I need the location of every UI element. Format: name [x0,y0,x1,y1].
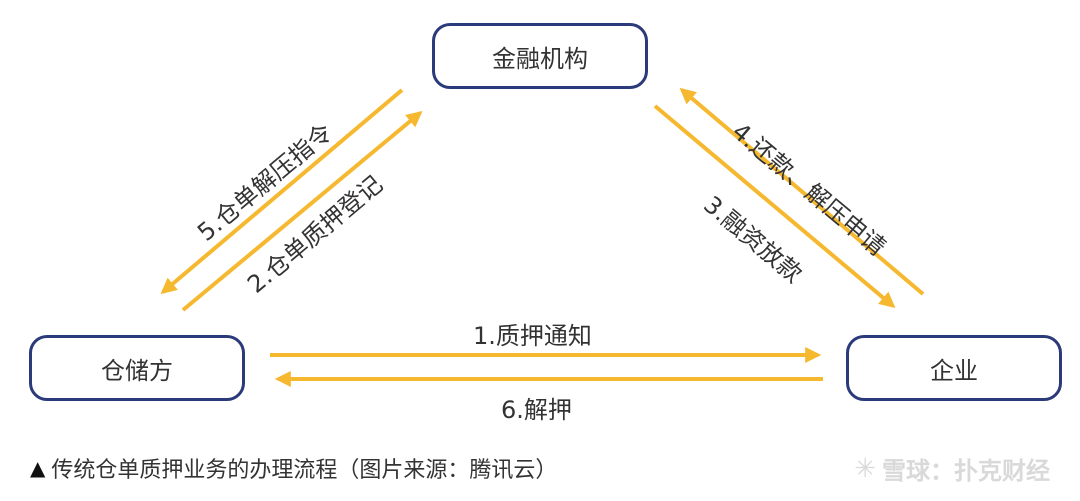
node-financial-institution: 金融机构 [432,23,648,89]
figure-caption: ▲ 传统仓单质押业务的办理流程（图片来源：腾讯云） [30,452,557,484]
arrow-4-repayment-request [679,87,925,296]
node-label: 仓储方 [101,356,173,385]
arrow-5-unlock-instruction [160,88,404,295]
caption-text: 传统仓单质押业务的办理流程（图片来源：腾讯云） [51,458,558,483]
up-arrow-icon: ▲ [30,456,46,480]
node-label: 企业 [930,356,978,385]
node-storage-party: 仓储方 [29,335,245,401]
edge-label-1: 1.质押通知 [473,322,592,350]
watermark: ✳ 雪球：扑克财经 [854,451,1050,486]
watermark-text: 雪球：扑克财经 [882,457,1050,485]
arrow-2-pledge-registration [181,110,423,312]
node-label: 金融机构 [492,44,588,73]
edge-label-6: 6.解押 [501,396,572,424]
snowball-logo-icon: ✳ [854,453,876,484]
node-enterprise: 企业 [846,335,1062,401]
arrow-3-loan-disbursement [653,104,896,309]
